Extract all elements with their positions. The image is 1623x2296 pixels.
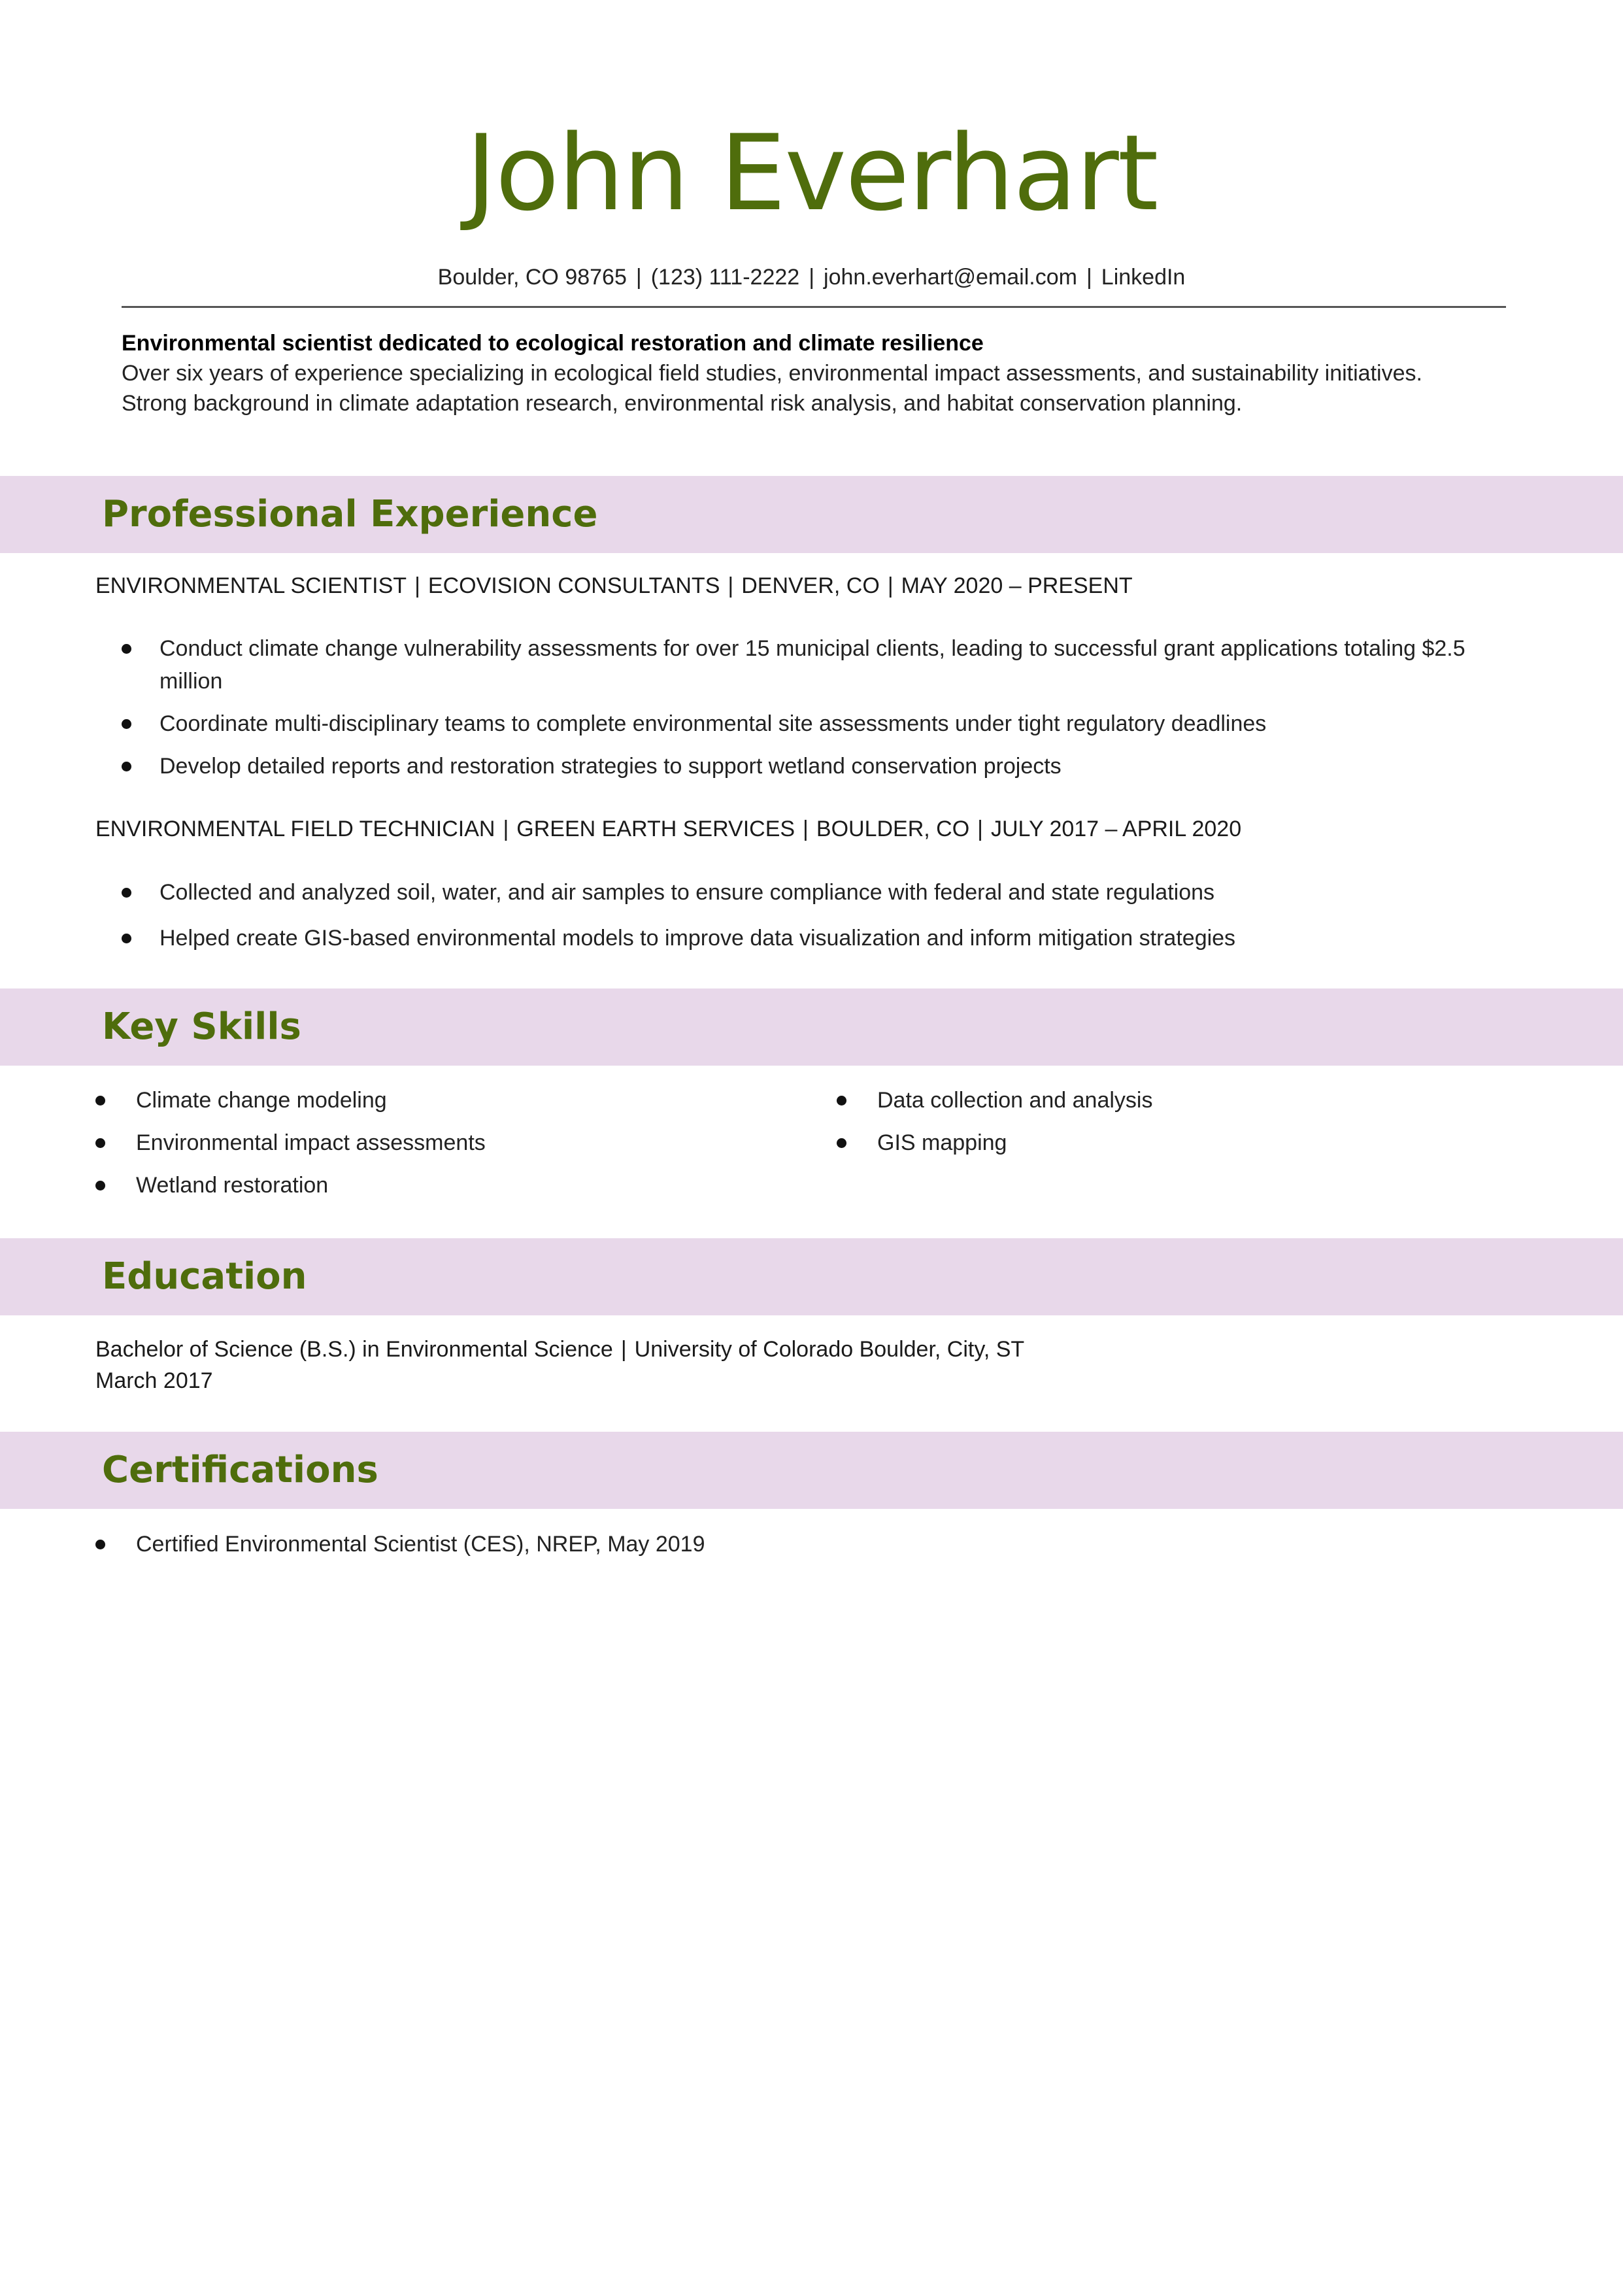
bullet-icon <box>95 1181 105 1190</box>
bullet-icon <box>95 1540 105 1549</box>
bullet-icon <box>95 1138 105 1148</box>
list-item-text: Collected and analyzed soil, water, and … <box>159 880 1215 905</box>
job-company: ECOVISION CONSULTANTS <box>427 573 720 598</box>
certification-text: Certified Environmental Scientist (CES),… <box>136 1532 705 1557</box>
education-degree: Bachelor of Science (B.S.) in Environmen… <box>95 1337 613 1362</box>
list-item-text: Conduct climate change vulnerability ass… <box>159 636 1465 694</box>
contact-separator: | <box>635 265 642 290</box>
bullet-icon <box>122 762 131 771</box>
job-dates: MAY 2020 – PRESENT <box>901 573 1133 598</box>
job-bullet-list: Conduct climate change vulnerability ass… <box>122 632 1533 792</box>
job-company: GREEN EARTH SERVICES <box>516 817 795 841</box>
job-separator: | <box>414 573 420 598</box>
job-bullet-list: Collected and analyzed soil, water, and … <box>122 876 1533 964</box>
list-item-text: Coordinate multi-disciplinary teams to c… <box>159 711 1267 736</box>
summary-line: Strong background in climate adaptation … <box>122 391 1243 416</box>
bullet-icon <box>122 644 131 654</box>
list-item: Wetland restoration <box>95 1169 749 1202</box>
list-item: Data collection and analysis <box>837 1084 1490 1117</box>
contact-location: Boulder, CO 98765 <box>437 265 627 290</box>
skill-text: GIS mapping <box>877 1130 1007 1155</box>
education-separator: | <box>620 1337 627 1362</box>
summary-headline: Environmental scientist dedicated to eco… <box>122 331 984 356</box>
skills-list-right: Data collection and analysis GIS mapping <box>837 1084 1490 1169</box>
section-heading-certifications: Certifications <box>102 1449 378 1491</box>
education-entry: Bachelor of Science (B.S.) in Environmen… <box>95 1334 1024 1396</box>
list-item: Conduct climate change vulnerability ass… <box>122 632 1533 698</box>
job-dates: JULY 2017 – APRIL 2020 <box>991 817 1242 841</box>
summary-line: Over six years of experience specializin… <box>122 361 1422 386</box>
candidate-name: John Everhart <box>465 112 1159 234</box>
contact-separator: | <box>1086 265 1092 290</box>
job-separator: | <box>728 573 734 598</box>
linkedin-link[interactable]: LinkedIn <box>1101 265 1186 290</box>
list-item: Coordinate multi-disciplinary teams to c… <box>122 707 1533 740</box>
skill-text: Data collection and analysis <box>877 1088 1153 1113</box>
list-item: Helped create GIS-based environmental mo… <box>122 922 1533 954</box>
bullet-icon <box>837 1138 846 1148</box>
summary-block: Environmental scientist dedicated to eco… <box>122 328 1533 418</box>
job-title: ENVIRONMENTAL FIELD TECHNICIAN <box>95 817 495 841</box>
bullet-icon <box>122 888 131 898</box>
section-heading-experience: Professional Experience <box>102 493 598 535</box>
list-item: Environmental impact assessments <box>95 1126 749 1159</box>
list-item: Develop detailed reports and restoration… <box>122 750 1533 783</box>
contact-line: Boulder, CO 98765 | (123) 111-2222 | john.ev… <box>0 263 1623 292</box>
list-item: Collected and analyzed soil, water, and … <box>122 876 1533 909</box>
section-band-experience: Professional Experience <box>0 476 1623 553</box>
job-separator: | <box>887 573 894 598</box>
job-header: ENVIRONMENTAL FIELD TECHNICIAN | GREEN EAR… <box>95 815 1241 843</box>
education-line: Bachelor of Science (B.S.) in Environmen… <box>95 1334 1024 1365</box>
job-separator: | <box>503 817 509 841</box>
contact-email-link[interactable]: john.everhart@email.com <box>824 265 1077 290</box>
education-date: March 2017 <box>95 1368 213 1393</box>
header-divider <box>122 306 1506 308</box>
education-school: University of Colorado Boulder, City, ST <box>634 1337 1025 1362</box>
section-band-education: Education <box>0 1238 1623 1315</box>
bullet-icon <box>95 1096 105 1106</box>
skill-text: Wetland restoration <box>136 1173 329 1198</box>
job-separator: | <box>803 817 809 841</box>
section-band-skills: Key Skills <box>0 988 1623 1066</box>
list-item-text: Helped create GIS-based environmental mo… <box>159 926 1236 951</box>
skill-text: Environmental impact assessments <box>136 1130 486 1155</box>
skill-text: Climate change modeling <box>136 1088 387 1113</box>
list-item: GIS mapping <box>837 1126 1490 1159</box>
job-location: BOULDER, CO <box>816 817 970 841</box>
section-heading-education: Education <box>102 1255 307 1298</box>
bullet-icon <box>837 1096 846 1106</box>
job-title: ENVIRONMENTAL SCIENTIST <box>95 573 407 598</box>
job-header: ENVIRONMENTAL SCIENTIST | ECOVISION CONSUL… <box>95 571 1133 600</box>
contact-phone: (123) 111-2222 <box>650 265 800 290</box>
list-item: Climate change modeling <box>95 1084 749 1117</box>
bullet-icon <box>122 719 131 729</box>
list-item: Certified Environmental Scientist (CES),… <box>95 1528 1403 1561</box>
contact-separator: | <box>809 265 815 290</box>
section-band-certifications: Certifications <box>0 1432 1623 1509</box>
section-heading-skills: Key Skills <box>102 1005 301 1048</box>
certifications-list: Certified Environmental Scientist (CES),… <box>95 1528 1403 1570</box>
skills-list-left: Climate change modeling Environmental im… <box>95 1084 749 1211</box>
list-item-text: Develop detailed reports and restoration… <box>159 754 1062 779</box>
job-separator: | <box>977 817 983 841</box>
job-location: DENVER, CO <box>741 573 880 598</box>
bullet-icon <box>122 934 131 943</box>
